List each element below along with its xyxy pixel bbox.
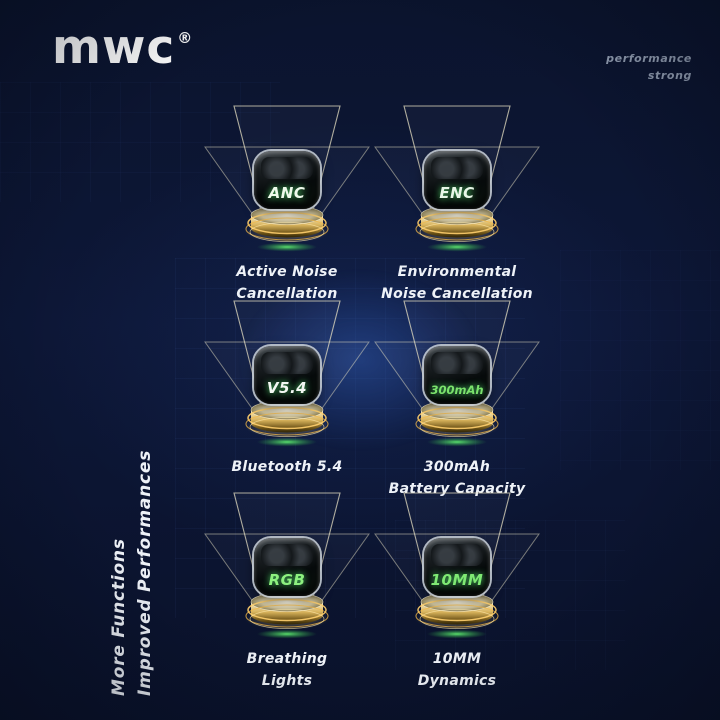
feature-label-line2: Cancellation	[236, 286, 338, 302]
earbud-case: ANC	[254, 151, 320, 209]
earbud-case: 300mAh	[424, 346, 490, 404]
registered-trademark-symbol: ®	[177, 29, 193, 47]
feature-card-battery: 300mAh 300mAh Battery Capacity	[367, 298, 547, 500]
gold-ring	[247, 598, 327, 622]
hologram-graphic	[204, 300, 370, 447]
hologram-graphic	[204, 492, 370, 639]
earbud-case: V5.4	[254, 346, 320, 404]
case-display-text: V5.4	[266, 379, 308, 397]
tagline-line1: performance	[606, 52, 692, 65]
gold-ring	[245, 604, 329, 628]
case-display-text: ENC	[439, 184, 475, 202]
side-text-line1: More Functions	[109, 538, 129, 696]
hologram-projection: 10MM	[367, 490, 547, 640]
gold-ring	[245, 217, 329, 241]
feature-label: 10MM Dynamics	[367, 648, 547, 692]
feature-label-line1: Environmental	[397, 264, 517, 280]
gold-ring	[419, 417, 495, 437]
case-display-text: 300mAh	[430, 383, 484, 397]
case-display-text: ANC	[268, 184, 306, 202]
green-reflection	[427, 629, 487, 639]
gold-ring	[249, 222, 325, 242]
green-reflection	[257, 629, 317, 639]
feature-label-line2: Lights	[261, 673, 313, 689]
gold-ring	[419, 609, 495, 629]
gold-ring	[245, 412, 329, 436]
green-reflection	[427, 242, 487, 252]
feature-label-line1: 10MM	[432, 651, 482, 667]
earbuds-in-case	[261, 544, 313, 566]
earbud-case: 10MM	[424, 538, 490, 596]
feature-card-rgb: RGB Breathing Lights	[197, 490, 377, 692]
gold-ring	[415, 412, 499, 436]
green-reflection	[257, 242, 317, 252]
feature-label: Active Noise Cancellation	[197, 261, 377, 305]
earbud-case: RGB	[254, 538, 320, 596]
feature-label-line1: Active Noise	[236, 264, 338, 280]
hologram-graphic	[204, 105, 370, 252]
feature-label: Breathing Lights	[197, 648, 377, 692]
gold-ring	[415, 217, 499, 241]
gold-ring	[249, 417, 325, 437]
hologram-projection: 300mAh	[367, 298, 547, 448]
brand-wordmark: mwc	[52, 20, 176, 75]
hologram-graphic	[374, 105, 540, 252]
gold-ring	[247, 211, 327, 235]
earbuds-in-case	[431, 352, 483, 374]
green-reflection	[257, 437, 317, 447]
tagline: performance strong	[606, 50, 692, 84]
hologram-projection: ANC	[197, 103, 377, 253]
gold-ring	[417, 406, 497, 430]
feature-label-line1: Breathing	[246, 651, 328, 667]
hologram-projection: RGB	[197, 490, 377, 640]
feature-label-line2: Noise Cancellation	[381, 286, 533, 302]
feature-label-line2: Dynamics	[417, 673, 497, 689]
gold-ring	[249, 609, 325, 629]
gold-ring	[415, 604, 499, 628]
side-text-line2: Improved Performances	[135, 449, 155, 696]
feature-label-line1: Bluetooth 5.4	[231, 459, 343, 475]
hologram-projection: V5.4	[197, 298, 377, 448]
earbud-case: ENC	[424, 151, 490, 209]
feature-card-bluetooth: V5.4 Bluetooth 5.4	[197, 298, 377, 478]
earbuds-in-case	[431, 157, 483, 179]
side-vertical-text: More Functions Improved Performances	[106, 441, 158, 696]
hologram-projection: ENC	[367, 103, 547, 253]
gold-ring	[419, 222, 495, 242]
earbuds-in-case	[431, 544, 483, 566]
case-display-text: 10MM	[430, 571, 484, 589]
feature-label-line1: 300mAh	[423, 459, 491, 475]
tagline-line2: strong	[647, 69, 692, 82]
case-display-text: RGB	[268, 571, 306, 589]
feature-card-anc: ANC Active Noise Cancellation	[197, 103, 377, 305]
feature-card-dynamics: 10MM 10MM Dynamics	[367, 490, 547, 692]
brand-logo: mwc®	[52, 24, 193, 71]
hologram-graphic	[374, 300, 540, 447]
feature-label: Bluetooth 5.4	[197, 456, 377, 478]
circuit-grid-pattern	[560, 250, 720, 470]
earbuds-in-case	[261, 352, 313, 374]
feature-card-enc: ENC Environmental Noise Cancellation	[367, 103, 547, 305]
feature-label: Environmental Noise Cancellation	[367, 261, 547, 305]
earbuds-in-case	[261, 157, 313, 179]
gold-ring	[417, 598, 497, 622]
hologram-graphic	[374, 492, 540, 639]
green-reflection	[427, 437, 487, 447]
gold-ring	[417, 211, 497, 235]
gold-ring	[247, 406, 327, 430]
